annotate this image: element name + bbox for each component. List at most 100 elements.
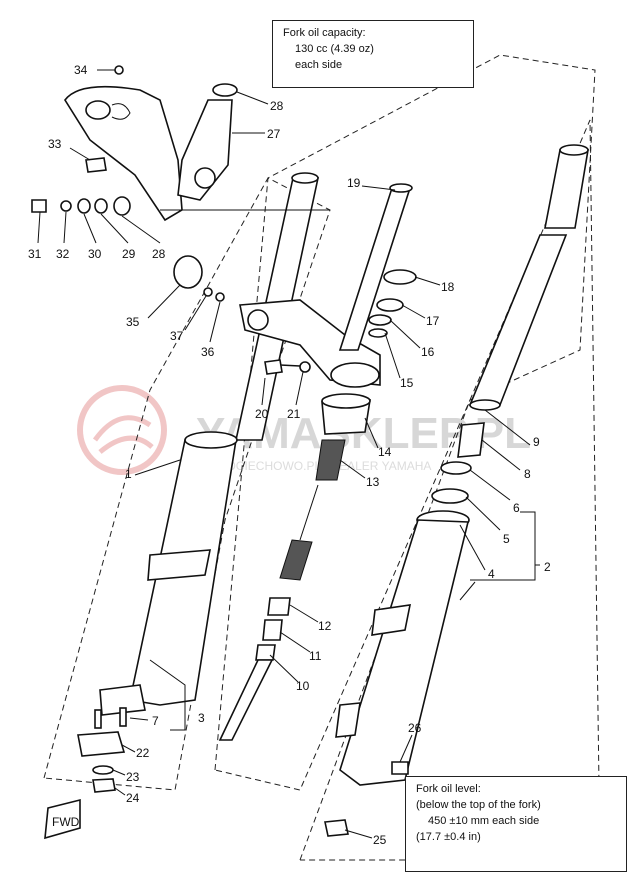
- drain-bolt-26: [391, 761, 409, 775]
- callout-30: 30: [88, 247, 102, 261]
- nut-24: [92, 778, 116, 793]
- bracket-clamp-right: [330, 362, 380, 388]
- bracket-clamp-left: [247, 309, 269, 331]
- race-16: [368, 314, 392, 326]
- note-level-ref: (below the top of the fork): [416, 799, 541, 811]
- leader-8: [481, 439, 521, 471]
- leader-11: [279, 631, 311, 653]
- seal-5: [431, 488, 469, 504]
- under-bracket: [239, 299, 381, 388]
- damper-28: [212, 83, 238, 97]
- bolt-20: [264, 359, 301, 375]
- fork-oil-level-note: Fork oil level: (below the top of the fo…: [405, 776, 627, 872]
- nut-29: [94, 198, 108, 214]
- note-capacity-side: each side: [295, 59, 343, 71]
- callout-17: 17: [426, 314, 440, 328]
- cap-35: [173, 255, 203, 289]
- callout-8: 8: [524, 467, 531, 481]
- leader-16: [389, 319, 421, 349]
- callout-28-upper: 28: [270, 99, 284, 113]
- washer-15: [368, 328, 388, 338]
- left-stud-b: [119, 707, 127, 727]
- leader-2: [459, 511, 540, 601]
- spring-13: [315, 439, 346, 481]
- leader-10: [269, 654, 299, 683]
- stem-shaft: [338, 187, 412, 351]
- note-level-inch: (17.7 ±0.4 in): [416, 831, 481, 843]
- leader-7: [129, 717, 149, 721]
- meter-hole: [85, 100, 111, 120]
- left-lug: [147, 549, 211, 581]
- callout-21: 21: [287, 407, 301, 421]
- right-outer-tube: [339, 519, 470, 786]
- bearing-cover-top: [321, 393, 371, 409]
- piston-12: [267, 597, 291, 616]
- steering-stem: [321, 183, 417, 435]
- leader-1: [134, 459, 181, 476]
- left-stud: [94, 709, 102, 729]
- washer-6: [440, 461, 472, 475]
- damper-rod: [218, 439, 346, 741]
- callout-36: 36: [201, 345, 215, 359]
- callout-28-lower: 28: [152, 247, 166, 261]
- left-axle-boss: [99, 684, 146, 716]
- note-capacity-value: 130 cc (4.39 oz): [295, 43, 374, 55]
- leader-23: [112, 769, 126, 776]
- washer-23: [92, 765, 114, 775]
- callout-15: 15: [400, 376, 414, 390]
- callout-13: 13: [366, 475, 380, 489]
- leader-18: [414, 276, 441, 286]
- leader-9: [484, 409, 531, 446]
- leader-28a: [236, 91, 269, 105]
- right-lug: [371, 604, 412, 636]
- leader-4: [459, 524, 486, 571]
- leader-lines: [37, 69, 540, 839]
- leader-24: [114, 787, 126, 796]
- leader-33: [69, 147, 91, 161]
- washer-30: [77, 198, 91, 214]
- spring-lower: [279, 539, 313, 581]
- leader-36: [209, 301, 221, 343]
- callout-9: 9: [533, 435, 540, 449]
- callout-34: 34: [74, 63, 88, 77]
- leader-6: [469, 469, 511, 501]
- leader-26: [399, 734, 413, 763]
- bolt-31: [31, 199, 47, 213]
- leader-25: [344, 829, 373, 839]
- meter-detail: [111, 103, 131, 120]
- callout-11: 11: [309, 649, 322, 663]
- note-level-value: 450 ±10 mm each side: [428, 815, 540, 827]
- callout-29: 29: [122, 247, 136, 261]
- note-capacity-title: Fork oil capacity:: [283, 27, 366, 39]
- callout-16: 16: [421, 345, 435, 359]
- callout-2: 2: [544, 560, 551, 574]
- callout-1: 1: [125, 467, 132, 481]
- stem-top: [389, 183, 413, 193]
- callout-4: 4: [488, 567, 495, 581]
- leader-5: [465, 496, 501, 531]
- left-tube-top: [291, 172, 319, 184]
- fork-oil-capacity-note: Fork oil capacity: 130 cc (4.39 oz) each…: [272, 20, 474, 88]
- spring-13-rod: [299, 484, 319, 541]
- callout-33: 33: [48, 137, 62, 151]
- right-tube-top: [559, 144, 589, 156]
- right-caliper-boss: [335, 702, 361, 738]
- callout-18: 18: [441, 280, 455, 294]
- axle-cap: [77, 731, 126, 757]
- callout-35: 35: [126, 315, 140, 329]
- callout-23: 23: [126, 770, 140, 784]
- leader-12: [289, 604, 319, 623]
- washer-37: [203, 287, 213, 297]
- upper-bracket: [31, 65, 330, 302]
- damper-tube: [218, 659, 274, 741]
- stay-hole: [194, 167, 216, 189]
- left-outer-top: [184, 431, 238, 449]
- callout-20: 20: [255, 407, 269, 421]
- callout-26: 26: [408, 721, 422, 735]
- callout-6: 6: [513, 501, 520, 515]
- bearing-17: [376, 298, 404, 312]
- right-inner-tube-9: [468, 234, 568, 406]
- leader-17: [401, 304, 426, 319]
- watermark-logo-mark: [92, 415, 154, 454]
